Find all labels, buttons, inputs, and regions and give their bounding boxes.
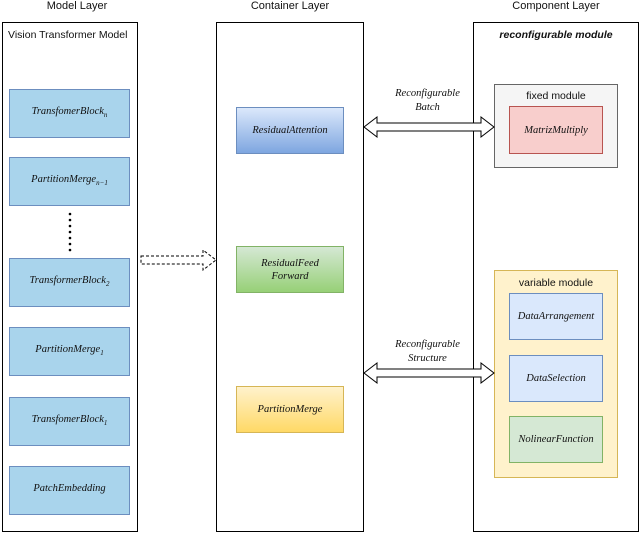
transformer-block-n[interactable]: TransfomerBlockn	[9, 89, 130, 138]
reconfigurable-module-title: reconfigurable module	[499, 29, 613, 41]
transformer-block-1-label: TransfomerBlock1	[31, 413, 108, 428]
nolinear-function-label: NolinearFunction	[518, 434, 594, 445]
transformer-block-1[interactable]: TransfomerBlock1	[9, 397, 130, 446]
matrix-multiply[interactable]: MatrizMultiply	[509, 106, 603, 154]
ellipsis-dots	[68, 212, 72, 252]
data-selection[interactable]: DataSelection	[509, 355, 603, 402]
data-selection-label: DataSelection	[526, 373, 586, 384]
transformer-block-n-label: TransfomerBlockn	[31, 105, 108, 120]
batch-label-line2: Batch	[415, 102, 440, 113]
structure-arrow-label: Reconfigurable Structure	[375, 338, 480, 366]
patch-embedding-label: PatchEmbedding	[33, 482, 106, 494]
variable-module-label: variable module	[518, 277, 594, 289]
nolinear-function[interactable]: NolinearFunction	[509, 416, 603, 463]
partition-merge-1-label: PartitionMerge1	[35, 343, 104, 358]
residual-ffn-line1: ResidualFeed	[261, 257, 319, 269]
component-layer-header: Component Layer	[512, 0, 600, 12]
container-partition-merge-label: PartitionMerge	[257, 404, 323, 415]
dashed-arrow-model-to-container	[140, 248, 217, 272]
model-layer-header: Model Layer	[46, 0, 108, 12]
structure-label-line2: Structure	[408, 353, 447, 364]
double-arrow-structure	[363, 361, 495, 385]
batch-arrow-label: Reconfigurable Batch	[375, 87, 480, 115]
transformer-block-2-label: TransformerBlock2	[29, 274, 110, 289]
data-arrangement[interactable]: DataArrangement	[509, 293, 603, 340]
container-partition-merge[interactable]: PartitionMerge	[236, 386, 344, 433]
fixed-module-label: fixed module	[526, 90, 586, 102]
double-arrow-batch	[363, 115, 495, 139]
model-panel-title: Vision Transformer Model	[8, 29, 128, 41]
partition-merge-n-minus-1[interactable]: PartitionMergen−1	[9, 157, 130, 206]
data-arrangement-label: DataArrangement	[517, 311, 595, 322]
partition-merge-1[interactable]: PartitionMerge1	[9, 327, 130, 376]
residual-ffn-line2: Forward	[271, 270, 309, 282]
residual-feed-forward[interactable]: ResidualFeed Forward	[236, 246, 344, 293]
patch-embedding[interactable]: PatchEmbedding	[9, 466, 130, 515]
matrix-multiply-label: MatrizMultiply	[524, 124, 588, 136]
transformer-block-2[interactable]: TransformerBlock2	[9, 258, 130, 307]
partition-merge-n-minus-1-label: PartitionMergen−1	[31, 173, 108, 188]
batch-label-line1: Reconfigurable	[395, 88, 460, 99]
residual-attention[interactable]: ResidualAttention	[236, 107, 344, 154]
structure-label-line1: Reconfigurable	[395, 339, 460, 350]
residual-attention-label: ResidualAttention	[252, 125, 328, 136]
container-layer-header: Container Layer	[250, 0, 330, 12]
